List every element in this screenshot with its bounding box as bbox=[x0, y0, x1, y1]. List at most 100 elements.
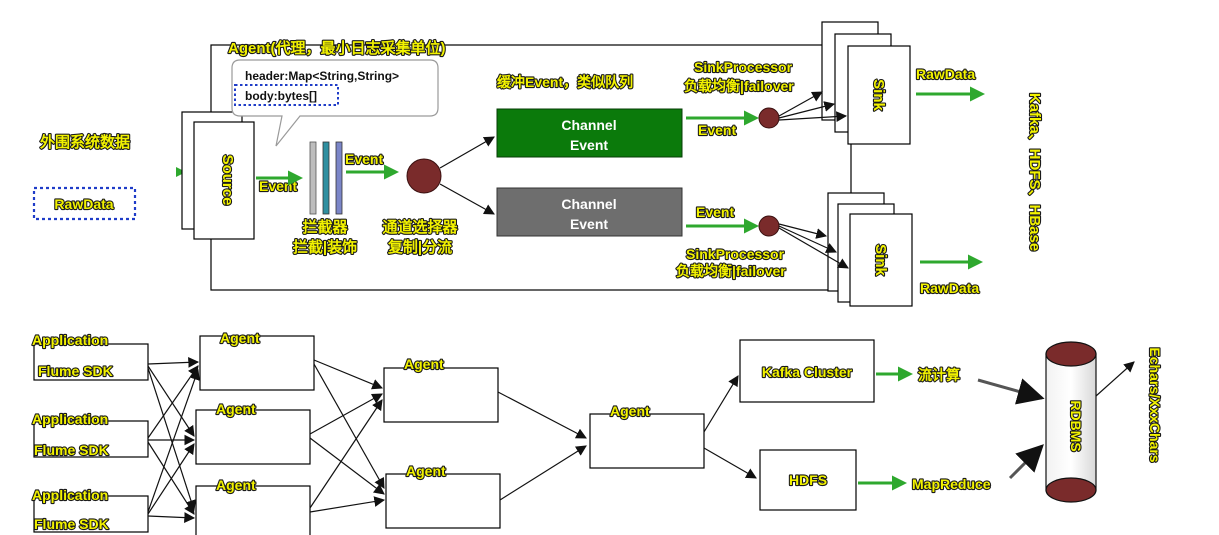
sink-1-label: Sink bbox=[870, 79, 887, 111]
channel-2-event-label: Event bbox=[570, 216, 608, 232]
rdbms-label: RDBMS bbox=[1068, 400, 1084, 451]
sink-2-box bbox=[849, 213, 913, 307]
mr-to-rdbms-arrow bbox=[1008, 444, 1044, 480]
source-box bbox=[193, 121, 255, 240]
agent-title: Agent(代理，最小日志采集单位) bbox=[228, 39, 446, 57]
interceptor-label-1: 拦截器 bbox=[302, 218, 348, 236]
external-data-label: 外围系统数据 bbox=[39, 133, 130, 151]
sink-1-box bbox=[847, 45, 911, 145]
source-label: Source bbox=[219, 155, 236, 206]
sp2-to-sink-arrow-c bbox=[778, 227, 849, 269]
agent-tier2-1 bbox=[383, 367, 499, 423]
a1-to-g1 bbox=[147, 356, 200, 368]
agent-tier1-1-label: Agent bbox=[220, 330, 260, 346]
hdfs-label: HDFS bbox=[789, 472, 827, 488]
agent-tier1-1 bbox=[199, 335, 315, 391]
sinkprocessor-2-label: SinkProcessor bbox=[686, 246, 785, 262]
app-box-3 bbox=[33, 495, 149, 533]
channel-2-box bbox=[496, 187, 683, 237]
agent-tier3-label: Agent bbox=[610, 403, 650, 419]
selector-to-channel1-arrow bbox=[439, 136, 495, 169]
g2-to-h2 bbox=[309, 437, 385, 495]
app-box-2 bbox=[33, 420, 149, 458]
sp2-to-sink-arrow-a bbox=[778, 223, 828, 239]
g3-to-h1 bbox=[309, 399, 383, 509]
kafka-cluster-box bbox=[739, 339, 875, 403]
sp1-to-sink-arrow-b bbox=[778, 101, 836, 119]
sinkprocessor-1-node bbox=[758, 107, 780, 129]
hdfs-box bbox=[759, 449, 857, 511]
source-event-label: Event bbox=[259, 178, 297, 194]
g1-to-h1 bbox=[313, 359, 383, 390]
a3-to-g2 bbox=[147, 443, 195, 515]
channel-2-label: Channel bbox=[561, 196, 616, 212]
rawdata-output-2: RawData bbox=[920, 280, 979, 296]
agent-tier1-2 bbox=[195, 409, 311, 465]
final-to-kafka bbox=[703, 375, 739, 433]
event-structure-callout bbox=[231, 59, 439, 147]
app-1-label: Application bbox=[32, 332, 108, 348]
g1-to-h2 bbox=[313, 363, 385, 489]
buffer-note: 缓冲Event，类似队列 bbox=[497, 74, 633, 90]
app-1-sdk-label: Flume SDK bbox=[38, 363, 113, 379]
interceptor-bar-2 bbox=[322, 141, 330, 215]
agent-tier1-2-label: Agent bbox=[216, 401, 256, 417]
rdbms-cylinder-body bbox=[1045, 353, 1097, 491]
event-body-text: body:bytes[] bbox=[245, 89, 317, 103]
interceptor-event-label: Event bbox=[345, 151, 383, 167]
sp1-to-sink-arrow-c bbox=[778, 111, 848, 122]
a3-to-g1 bbox=[147, 368, 200, 513]
channel-1-event-label: Event bbox=[570, 137, 608, 153]
sinkprocessor-1-label: SinkProcessor bbox=[694, 59, 793, 75]
app-3-sdk-label: Flume SDK bbox=[34, 516, 109, 532]
sp2-to-sink-arrow-b bbox=[778, 225, 837, 253]
rawdata-input-box bbox=[32, 186, 137, 221]
channel-1-label: Channel bbox=[561, 117, 616, 133]
sp1-event-label: Event bbox=[698, 122, 736, 138]
rdbms-cylinder-top bbox=[1045, 341, 1097, 367]
a2-to-g1 bbox=[147, 365, 199, 439]
interceptor-bar-1 bbox=[309, 141, 317, 215]
rdbms-to-echarts-arrow bbox=[1095, 361, 1135, 397]
channel-selector-node bbox=[406, 158, 442, 194]
sp1-to-sink-arrow-a bbox=[778, 91, 823, 117]
interceptor-bar-3 bbox=[335, 141, 343, 215]
storage-targets-label: Kafka、HDFS、HBase bbox=[1026, 93, 1043, 251]
selector-to-channel2-arrow bbox=[439, 183, 495, 215]
event-header-text: header:Map<String,String> bbox=[245, 69, 399, 83]
final-to-hdfs bbox=[703, 447, 757, 479]
sinkprocessor-2-mode: 负载均衡|failover bbox=[676, 263, 786, 279]
app-2-sdk-label: Flume SDK bbox=[34, 442, 109, 458]
h1-to-final bbox=[497, 391, 587, 439]
kafka-cluster-label: Kafka Cluster bbox=[762, 364, 853, 380]
rawdata-output-1: RawData bbox=[916, 66, 975, 82]
a1-to-g3 bbox=[147, 367, 197, 512]
app-2-label: Application bbox=[32, 411, 108, 427]
mapreduce-label: MapReduce bbox=[912, 476, 991, 492]
app-box-1 bbox=[33, 343, 149, 381]
h2-to-final bbox=[499, 445, 587, 501]
a1-to-g2 bbox=[147, 365, 195, 437]
sp2-event-label: Event bbox=[696, 204, 734, 220]
a3-to-g3 bbox=[147, 512, 196, 523]
g2-to-h1 bbox=[309, 393, 383, 435]
channel-1-box bbox=[496, 108, 683, 158]
agent-tier2-1-label: Agent bbox=[404, 356, 444, 372]
selector-label-2: 复制|分流 bbox=[387, 238, 452, 256]
rdbms-cylinder-bottom bbox=[1045, 477, 1097, 503]
agent-tier3 bbox=[589, 413, 705, 469]
sinkprocessor-2-node bbox=[758, 215, 780, 237]
interceptor-label-2: 拦截|装饰 bbox=[293, 238, 357, 256]
g3-to-h2 bbox=[309, 496, 386, 513]
selector-label-1: 通道选择器 bbox=[382, 218, 458, 236]
app-3-label: Application bbox=[32, 487, 108, 503]
input-flow-arrowhead bbox=[176, 167, 186, 177]
agent-tier1-3 bbox=[195, 485, 311, 535]
agent-tier2-2-label: Agent bbox=[406, 463, 446, 479]
stream-compute-label: 流计算 bbox=[918, 367, 960, 383]
stream-to-rdbms-arrow bbox=[977, 378, 1045, 405]
agent-tier1-3-label: Agent bbox=[216, 477, 256, 493]
sinkprocessor-1-mode: 负载均衡|failover bbox=[684, 78, 794, 94]
rawdata-input-label: RawData bbox=[54, 196, 113, 212]
